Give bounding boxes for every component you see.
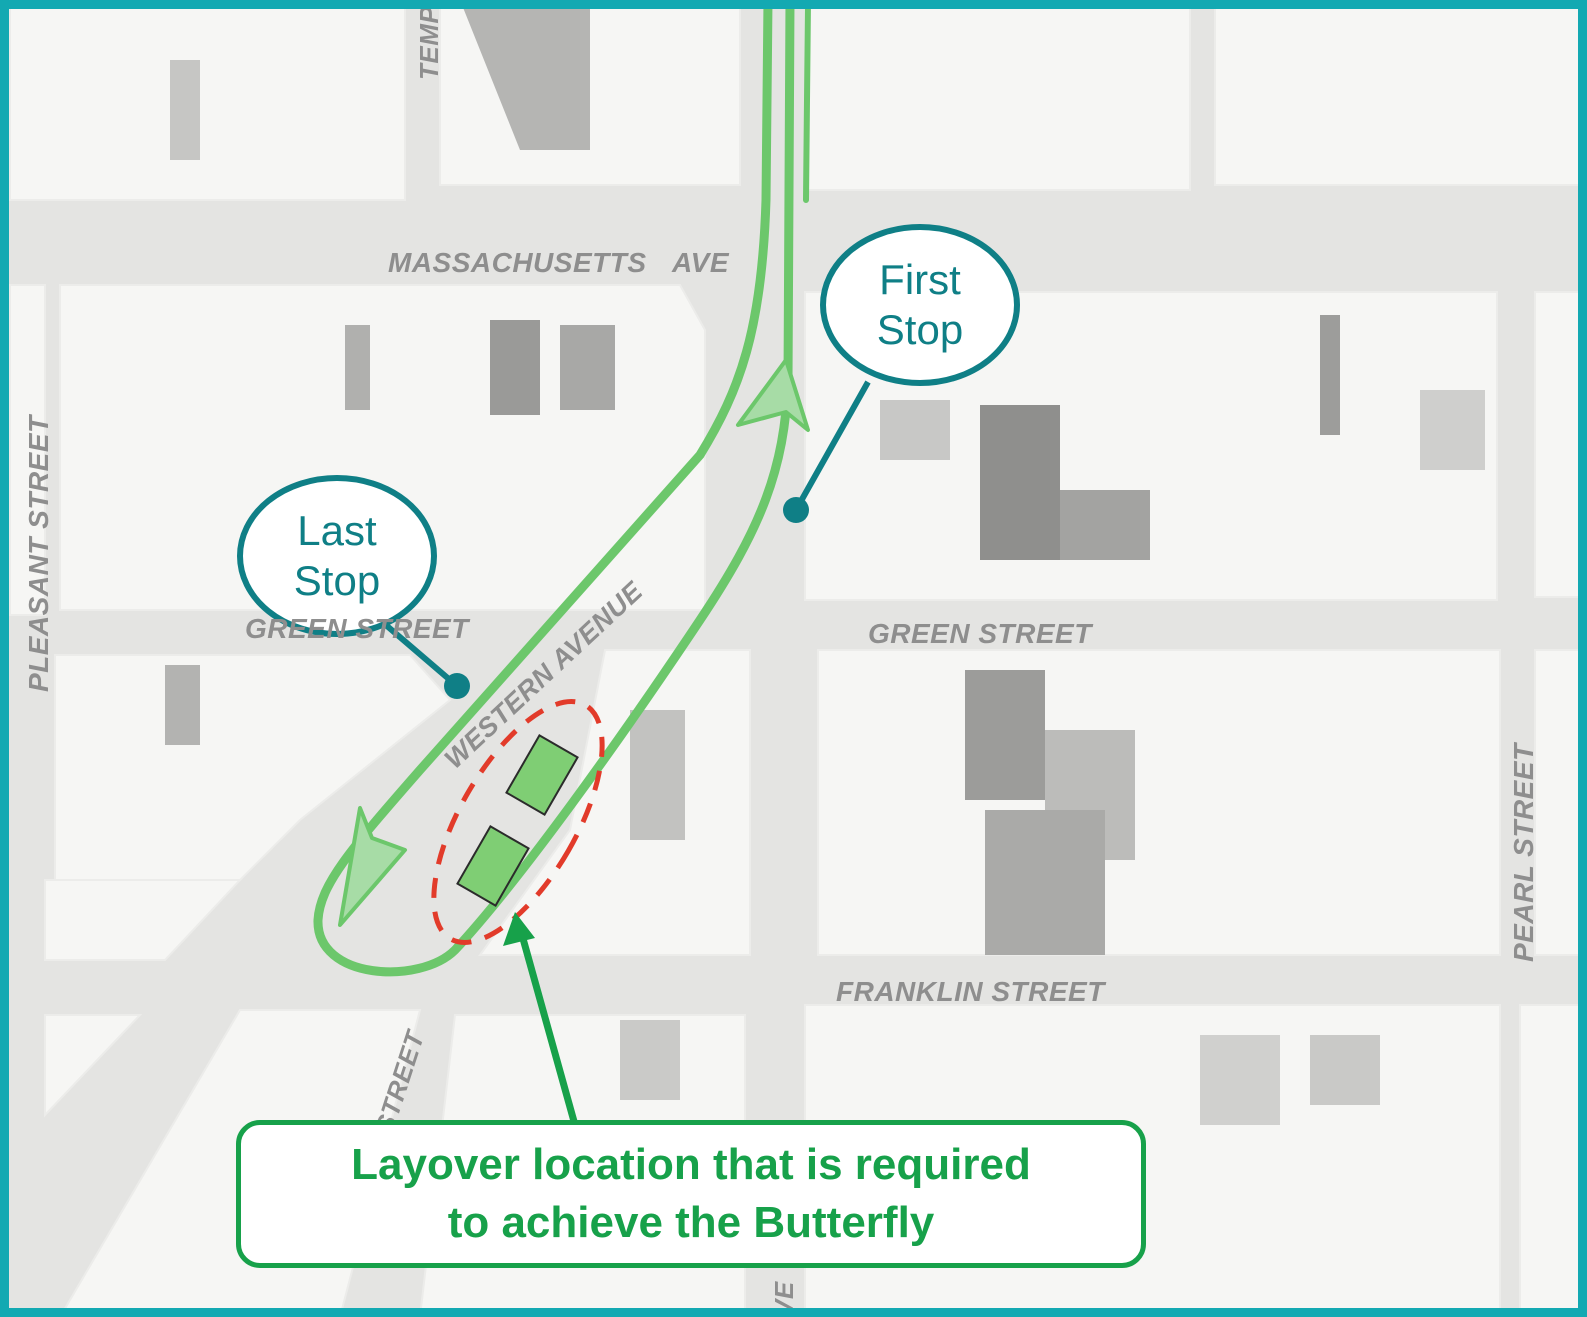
- layover-highlight-ellipse: [431, 699, 605, 945]
- street-label-pearl: PEARL STREET: [1508, 741, 1539, 962]
- first-stop-bubble: [820, 224, 1020, 386]
- layover-info-box: Layover location that is required to ach…: [236, 1120, 1146, 1268]
- layover-bays: [431, 699, 605, 945]
- first-stop-pointer: [793, 380, 871, 512]
- street-label-bottom-ve-fragment: VE: [769, 1281, 799, 1317]
- first-stop-marker: [783, 497, 809, 523]
- street-label-green-right: GREEN STREET: [868, 618, 1094, 649]
- street-label-massachusetts: MASSACHUSETTS: [388, 247, 647, 278]
- street-label-temple-fragment: TEMP: [414, 6, 444, 80]
- last-stop-label-line1: Last: [297, 507, 377, 554]
- callout-first-stop: [783, 224, 1020, 523]
- last-stop-label-line2: Stop: [293, 557, 381, 604]
- layover-pointer-line: [518, 934, 579, 1126]
- first-stop-label-line2: Stop: [876, 306, 964, 353]
- last-stop-marker: [444, 673, 470, 699]
- callout-last-stop: [237, 475, 470, 699]
- first-stop-label-line1: First: [879, 256, 961, 303]
- layover-pointer: [503, 912, 579, 1126]
- street-label-pleasant: PLEASANT STREET: [23, 413, 54, 692]
- route-track: [803, 0, 811, 203]
- layover-info-line2: to achieve the Butterfly: [447, 1198, 935, 1247]
- street-label-green-left: GREEN STREET: [245, 613, 471, 644]
- first-stop-label: First Stop: [823, 255, 1017, 355]
- route-arrow-down: [338, 806, 407, 927]
- layover-bay-2: [456, 825, 530, 907]
- layover-info-text: Layover location that is required to ach…: [351, 1136, 1031, 1252]
- last-stop-label: Last Stop: [240, 506, 434, 606]
- route-arrow-up: [736, 358, 810, 432]
- buildings: [165, 0, 1485, 1125]
- layover-bay-1: [505, 734, 579, 816]
- street-label-ave: AVE: [671, 247, 730, 278]
- street-label-franklin: FRANKLIN STREET: [836, 976, 1107, 1007]
- route-loop: [313, 0, 795, 977]
- last-stop-pointer: [378, 617, 459, 689]
- bus-route: [313, 0, 811, 977]
- layover-pointer-head: [503, 912, 535, 946]
- layover-info-line1: Layover location that is required: [351, 1140, 1031, 1189]
- last-stop-bubble: [237, 475, 437, 637]
